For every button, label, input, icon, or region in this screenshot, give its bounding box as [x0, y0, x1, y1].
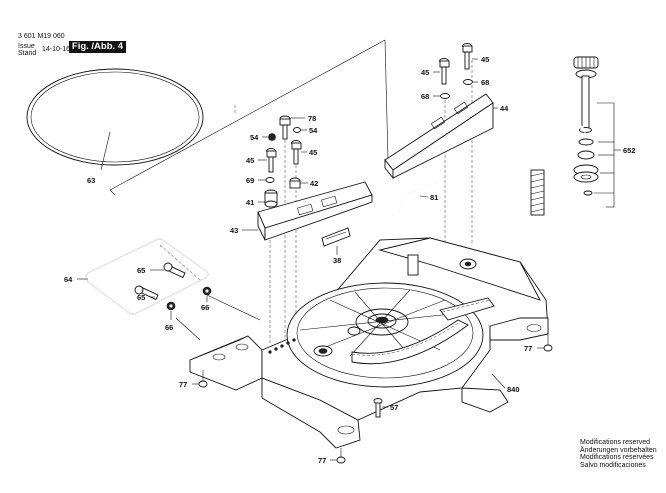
note-line: Modifications réservées — [580, 454, 654, 462]
figure-label: Fig. /Abb. 4 — [69, 41, 126, 53]
label-45-upper-left: 45 — [421, 68, 429, 77]
nut-54-left — [262, 133, 276, 141]
screw-78 — [279, 115, 305, 140]
label-65-upper: 65 — [137, 266, 145, 275]
washer-68-left — [433, 93, 450, 99]
label-840: 840 — [507, 385, 520, 394]
label-45-upper-right: 45 — [481, 55, 489, 64]
bolt-77-bottom — [330, 448, 346, 464]
label-77-left: 77 — [179, 380, 187, 389]
label-652: 652 — [623, 146, 636, 155]
bolt-77-left — [192, 370, 208, 388]
note-line: Salvo modificaciones — [580, 461, 646, 469]
base-840 — [189, 237, 549, 449]
bolt-57 — [373, 398, 388, 418]
screw-45-left — [258, 148, 277, 173]
label-66-right: 66 — [201, 303, 209, 312]
issue-date: 14-10-16 — [42, 46, 71, 53]
label-63: 63 — [87, 176, 95, 185]
screw-45-right — [291, 140, 307, 165]
label-54-right: 54 — [309, 126, 318, 135]
label-54-left: 54 — [250, 133, 259, 142]
wire-bracket-64 — [77, 238, 209, 315]
screw-45-upper-right — [462, 43, 478, 70]
washer-69 — [258, 177, 275, 183]
label-64: 64 — [64, 275, 73, 284]
note-line: Änderungen vorbehalten — [580, 446, 657, 454]
modification-notes: Modifications reserved Änderungen vorbeh… — [580, 439, 657, 469]
nut-66-right — [202, 286, 212, 302]
label-81: 81 — [430, 193, 438, 202]
left-fence-43 — [242, 181, 373, 241]
label-42: 42 — [310, 179, 318, 188]
issue-label: Issue — [18, 43, 35, 50]
screw-65-lower — [134, 285, 159, 301]
note-line: Modifications reserved — [580, 439, 651, 446]
label-77-bottom: 77 — [318, 456, 326, 465]
document-number: 3 601 M19 060 — [18, 33, 65, 40]
washer-68-right — [463, 79, 478, 85]
screw-65-upper — [150, 262, 186, 279]
label-65-lower: 65 — [137, 293, 145, 302]
label-57: 57 — [390, 403, 398, 412]
washer-54-right — [293, 127, 307, 133]
label-69: 69 — [246, 176, 254, 185]
label-38: 38 — [333, 256, 341, 265]
label-78: 78 — [308, 114, 316, 123]
clamp-652 — [530, 56, 621, 216]
ring-63 — [26, 68, 204, 171]
part-labels: 63 78 54 54 45 45 69 42 41 43 38 45 45 6… — [64, 55, 636, 465]
label-68-left: 68 — [421, 92, 429, 101]
label-45-right: 45 — [309, 148, 317, 157]
bolt-77-right — [537, 332, 553, 352]
label-44: 44 — [500, 104, 509, 113]
label-43: 43 — [230, 226, 238, 235]
label-45-left: 45 — [246, 156, 254, 165]
nut-66-left — [166, 301, 176, 320]
label-77-right: 77 — [524, 344, 532, 353]
right-fence-44 — [384, 93, 498, 180]
label-66-left: 66 — [165, 323, 173, 332]
screw-45-upper-left — [433, 58, 450, 85]
label-68-right: 68 — [481, 78, 489, 87]
stand-label: Stand — [18, 50, 37, 57]
bushing-42 — [289, 177, 308, 189]
label-plate-38 — [321, 227, 351, 255]
hex-key-81 — [397, 182, 437, 213]
spacer-41 — [258, 189, 278, 208]
label-41: 41 — [246, 198, 254, 207]
